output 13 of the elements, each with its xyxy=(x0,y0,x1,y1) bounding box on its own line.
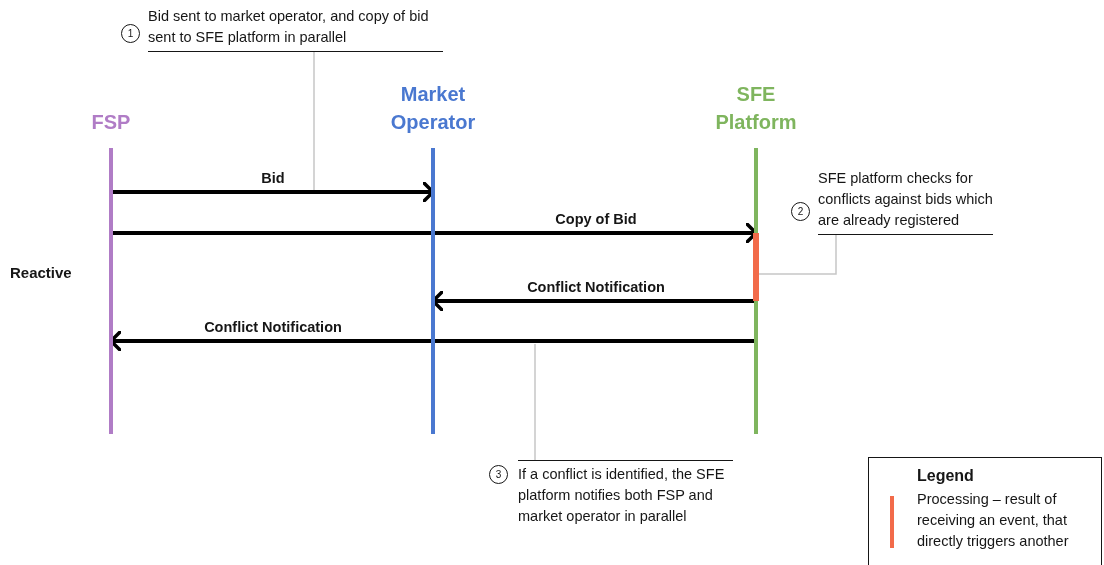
processing-bar xyxy=(753,233,759,301)
participant-name: SFE Platform xyxy=(714,82,798,135)
leader-line xyxy=(534,343,536,461)
participant-name: FSP xyxy=(90,110,132,135)
legend-text: Processing – result of receiving an event, that directly triggers another xyxy=(917,490,1070,551)
annotation-note: Bid sent to market operator, and copy of bid sent to SFE platform in parallel xyxy=(148,6,443,52)
annotation-note: If a conflict is identified, the SFE platform notifies both FSP and market operator in parallel xyxy=(518,460,733,527)
leader-line xyxy=(758,234,837,275)
annotation-note: SFE platform checks for conflicts against bids which are already registered xyxy=(818,168,993,235)
legend-title: Legend xyxy=(917,467,974,485)
participant-name: Market Operator xyxy=(389,82,477,135)
lane-label: Reactive xyxy=(10,264,72,281)
leader-line xyxy=(313,51,315,191)
